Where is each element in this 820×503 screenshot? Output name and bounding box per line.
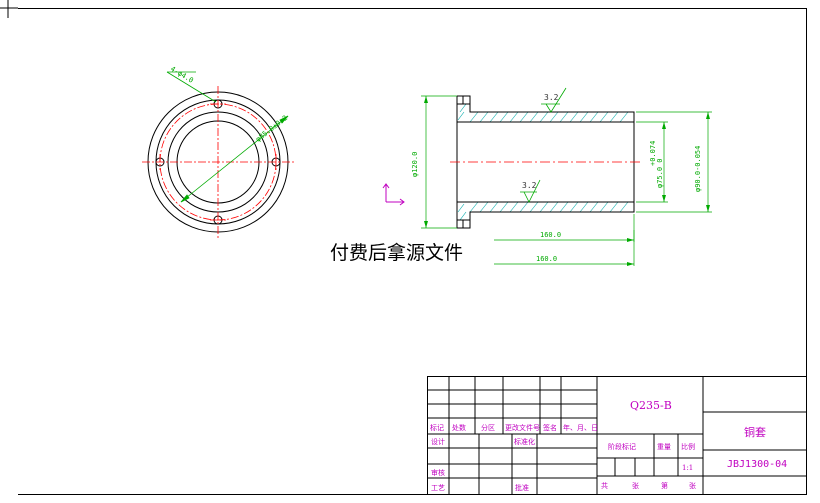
side-view: φ120.0 +0.074 φ75.0 0 φ90.0-0.054 160.0 … xyxy=(411,87,712,266)
tb-zone: 分区 xyxy=(481,423,495,432)
part-name-label: 铜套 xyxy=(744,425,766,439)
tb-design: 设计 xyxy=(431,437,445,446)
tb-signature: 签名 xyxy=(543,423,557,432)
hole-spec-label: 4-φ4.0 xyxy=(169,65,195,85)
front-view: 4-φ4.0 φ85.0±0.2 xyxy=(142,65,294,238)
bore-tolerance-label: +0.074 xyxy=(649,141,657,166)
tb-total: 共 xyxy=(601,481,608,490)
tb-scale: 比例 xyxy=(681,442,695,451)
roughness-label-top: 3.2 xyxy=(544,93,559,102)
tb-approve: 批准 xyxy=(515,483,529,492)
tb-count: 处数 xyxy=(452,423,466,432)
tb-weight: 重量 xyxy=(657,443,671,451)
drawing-number-label: JBJ1300-04 xyxy=(727,459,787,470)
material-label: Q235-B xyxy=(630,399,672,412)
tb-review: 审核 xyxy=(431,468,445,477)
length-label-2: 160.0 xyxy=(536,255,557,263)
tb-mark: 标记 xyxy=(430,423,444,432)
tb-date: 年、月、日 xyxy=(563,423,598,432)
body-dia-label: φ90.0-0.054 xyxy=(694,146,702,192)
roughness-symbol-bottom xyxy=(520,179,541,203)
length-label-1: 160.0 xyxy=(540,231,561,239)
tb-process: 工艺 xyxy=(431,484,445,492)
tb-change-doc: 更改文件号 xyxy=(505,423,540,432)
roughness-symbol-top xyxy=(541,87,567,113)
tb-standardize: 标准化 xyxy=(514,437,535,446)
ucs-axis-icon xyxy=(382,183,405,206)
hole-leader xyxy=(166,71,217,103)
tb-sheet: 张 xyxy=(689,481,696,490)
tb-sheets: 张 xyxy=(632,481,639,490)
part-outline xyxy=(456,95,635,229)
pcd-dimension-line xyxy=(180,115,289,203)
tb-page: 第 xyxy=(661,481,668,490)
bore-dia-label: φ75.0 0 xyxy=(656,158,664,188)
hatch-bottom xyxy=(457,201,629,221)
outer-dia-label: φ120.0 xyxy=(411,152,419,177)
tb-scale-value: 1:1 xyxy=(682,464,693,472)
roughness-label-bottom: 3.2 xyxy=(522,181,537,190)
notice-text: 付费后拿源文件 xyxy=(330,241,463,264)
title-block xyxy=(427,376,807,495)
hatch-top xyxy=(457,103,629,123)
tb-stage-mark: 阶段标记 xyxy=(608,442,636,451)
